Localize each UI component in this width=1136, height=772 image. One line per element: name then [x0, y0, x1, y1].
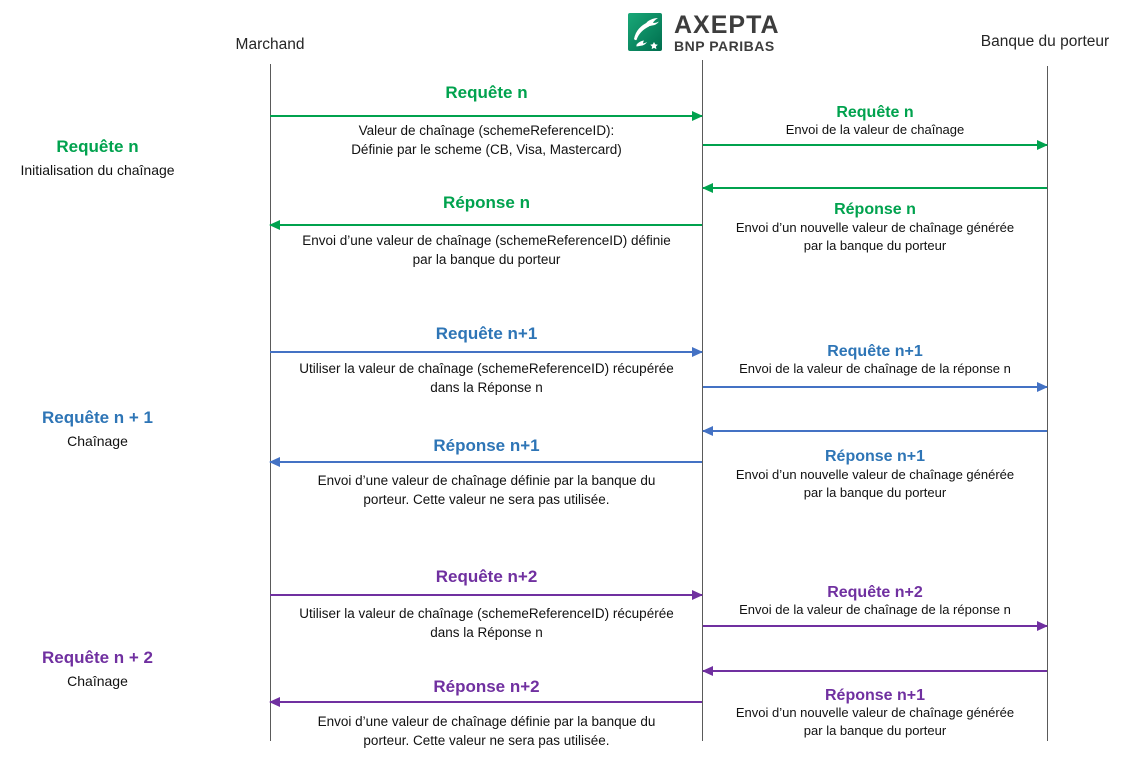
msg-title-reponse-n-left: Réponse n: [443, 193, 530, 212]
arrowhead-left-icon: [269, 697, 280, 707]
msg-line: porteur. Cette valeur ne sera pas utilis…: [363, 733, 610, 748]
msg-title-requete-n2-right: Requête n+2: [827, 584, 923, 601]
arrowhead-right-icon: [692, 111, 703, 121]
msg-line: par la banque du porteur: [803, 238, 947, 253]
arrow-requete-n1-marchand-to-axepta: [270, 347, 703, 357]
arrow-requete-n2-marchand-to-axepta: [270, 590, 703, 600]
msg-title-requete-n1-right: Requête n+1: [827, 343, 923, 360]
msg-line: par la banque du porteur: [412, 252, 561, 267]
phase-n1-subtitle: Chaînage: [67, 433, 128, 449]
msg-title-requete-n-right: Requête n: [836, 104, 914, 121]
logo-sub-text: BNP PARIBAS: [674, 38, 775, 54]
arrow-requete-n-axepta-to-banque: [703, 140, 1048, 150]
msg-line: Envoi d’un nouvelle valeur de chaînage g…: [735, 220, 1015, 235]
phase-n2-title: Requête n + 2: [41, 648, 153, 667]
arrowhead-left-icon: [702, 426, 713, 436]
msg-line: Utiliser la valeur de chaînage (schemeRe…: [299, 606, 674, 621]
arrowhead-right-icon: [1037, 621, 1048, 631]
arrowhead-left-icon: [269, 220, 280, 230]
arrow-reponse-n1-banque-to-axepta: [702, 426, 1047, 436]
arrow-reponse-n2-banque-to-axepta: [702, 666, 1047, 676]
msg-line: Envoi d’un nouvelle valeur de chaînage g…: [735, 467, 1015, 482]
msg-line: dans la Réponse n: [430, 625, 543, 640]
lifeline-axepta: [702, 60, 703, 741]
arrowhead-right-icon: [1037, 140, 1048, 150]
msg-line: porteur. Cette valeur ne sera pas utilis…: [363, 492, 610, 507]
arrow-reponse-n2-axepta-to-marchand: [269, 697, 702, 707]
actor-marchand: Marchand: [235, 36, 305, 53]
msg-line: Envoi de la valeur de chaînage de la rép…: [739, 361, 1011, 376]
msg-line: Envoi de la valeur de chaînage: [785, 122, 965, 137]
phase-n1-title: Requête n + 1: [41, 408, 153, 427]
arrow-reponse-n1-axepta-to-marchand: [269, 457, 702, 467]
msg-line: Définie par le scheme (CB, Visa, Masterc…: [351, 142, 622, 157]
arrowhead-right-icon: [692, 347, 703, 357]
logo-brand-text: AXEPTA: [674, 11, 780, 39]
msg-title-reponse-n2-right: Réponse n+1: [824, 687, 926, 704]
msg-line: Valeur de chaînage (schemeReferenceID):: [358, 123, 615, 138]
arrowhead-left-icon: [269, 457, 280, 467]
phase-n2-subtitle: Chaînage: [67, 673, 128, 689]
lifeline-marchand: [270, 64, 271, 741]
msg-title-requete-n-left: Requête n: [445, 83, 528, 102]
msg-title-reponse-n1-right: Réponse n+1: [824, 448, 926, 465]
msg-title-requete-n1-left: Requête n+1: [435, 324, 538, 343]
arrow-requete-n-marchand-to-axepta: [270, 111, 703, 121]
msg-title-reponse-n1-left: Réponse n+1: [433, 436, 540, 455]
arrowhead-right-icon: [1037, 382, 1048, 392]
msg-title-reponse-n-right: Réponse n: [834, 201, 916, 218]
msg-line: Envoi d’un nouvelle valeur de chaînage g…: [735, 705, 1015, 720]
msg-title-reponse-n2-left: Réponse n+2: [433, 677, 540, 696]
lifeline-banque: [1047, 66, 1048, 741]
msg-line: dans la Réponse n: [430, 380, 543, 395]
msg-line: Envoi d’une valeur de chaînage définie p…: [317, 473, 656, 488]
msg-title-requete-n2-left: Requête n+2: [435, 567, 538, 586]
axepta-logo: AXEPTA BNP PARIBAS: [628, 13, 780, 56]
msg-line: Envoi d’une valeur de chaînage définie p…: [317, 714, 656, 729]
msg-line: Envoi de la valeur de chaînage de la rép…: [739, 602, 1011, 617]
msg-line: Utiliser la valeur de chaînage (schemeRe…: [299, 361, 674, 376]
arrowhead-left-icon: [702, 666, 713, 676]
arrow-requete-n2-axepta-to-banque: [703, 621, 1048, 631]
arrow-reponse-n-axepta-to-marchand: [269, 220, 702, 230]
arrow-requete-n1-axepta-to-banque: [703, 382, 1048, 392]
bnp-paribas-birds-icon: [628, 13, 662, 56]
actor-banque-du-porteur: Banque du porteur: [980, 33, 1110, 50]
arrow-reponse-n-banque-to-axepta: [702, 183, 1047, 193]
arrowhead-left-icon: [702, 183, 713, 193]
msg-line: par la banque du porteur: [803, 485, 947, 500]
phase-n-title: Requête n: [56, 137, 139, 156]
arrowhead-right-icon: [692, 590, 703, 600]
msg-line: par la banque du porteur: [803, 723, 947, 738]
msg-line: Envoi d’une valeur de chaînage (schemeRe…: [302, 233, 671, 248]
phase-n-subtitle: Initialisation du chaînage: [20, 162, 175, 178]
